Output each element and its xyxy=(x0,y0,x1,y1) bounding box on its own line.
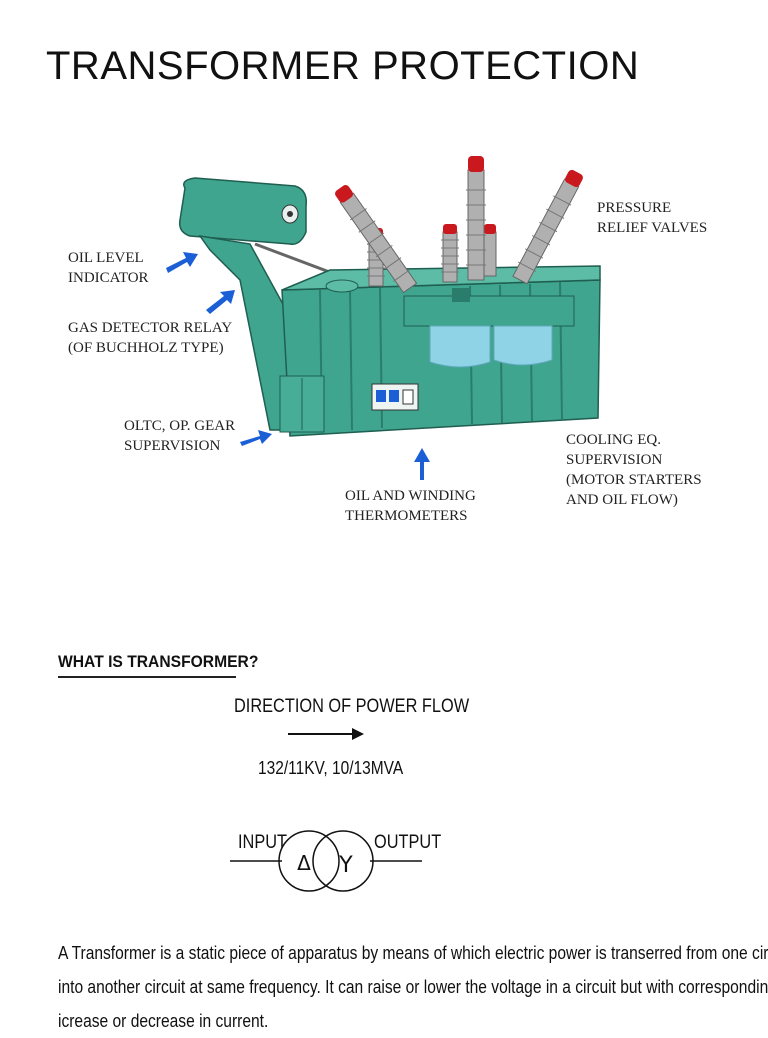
transformer-symbol: Δ Y xyxy=(230,830,422,892)
page-title: TRANSFORMER PROTECTION xyxy=(46,44,640,88)
wye-symbol: Y xyxy=(338,853,353,878)
rating-text: 132/11KV, 10/13MVA xyxy=(258,758,404,778)
gas-detector-label: GAS DETECTOR RELAY (OF BUCHHOLZ TYPE) xyxy=(68,320,233,356)
arrow-right-icon xyxy=(288,728,364,740)
paragraph-line: icrease or decrease in current. xyxy=(58,1011,269,1031)
cooling-label: COOLING EQ. SUPERVISION (MOTOR STARTERS … xyxy=(566,432,702,508)
conservator-tank xyxy=(178,177,308,245)
paragraph-line: A Transformer is a static piece of appar… xyxy=(58,943,768,963)
oltc-label: OLTC, OP. GEAR SUPERVISION xyxy=(124,418,236,454)
paragraph-line: into another circuit at same frequency. … xyxy=(58,977,768,997)
bushings xyxy=(335,156,583,294)
oil-level-label: OIL LEVEL INDICATOR xyxy=(68,250,149,286)
what-is-transformer-section: WHAT IS TRANSFORMER? DIRECTION OF POWER … xyxy=(0,640,768,1031)
output-label: OUTPUT xyxy=(374,832,442,853)
cooler-radiators xyxy=(403,288,575,368)
thermometers-label: OIL AND WINDING THERMOMETERS xyxy=(345,488,476,524)
heading-underline xyxy=(58,676,236,678)
transformer-illustration xyxy=(166,156,601,480)
pointer-arrows xyxy=(166,252,430,480)
section-heading: WHAT IS TRANSFORMER? xyxy=(58,652,259,671)
pressure-relief-label: PRESSURE RELIEF VALVES xyxy=(597,200,708,236)
transformer-figure: OIL LEVEL INDICATOR GAS DETECTOR RELAY (… xyxy=(0,140,768,540)
input-label: INPUT xyxy=(238,832,288,853)
power-flow-label: DIRECTION OF POWER FLOW xyxy=(234,696,470,717)
delta-symbol: Δ xyxy=(297,851,311,875)
definition-paragraph: A Transformer is a static piece of appar… xyxy=(58,936,768,1038)
